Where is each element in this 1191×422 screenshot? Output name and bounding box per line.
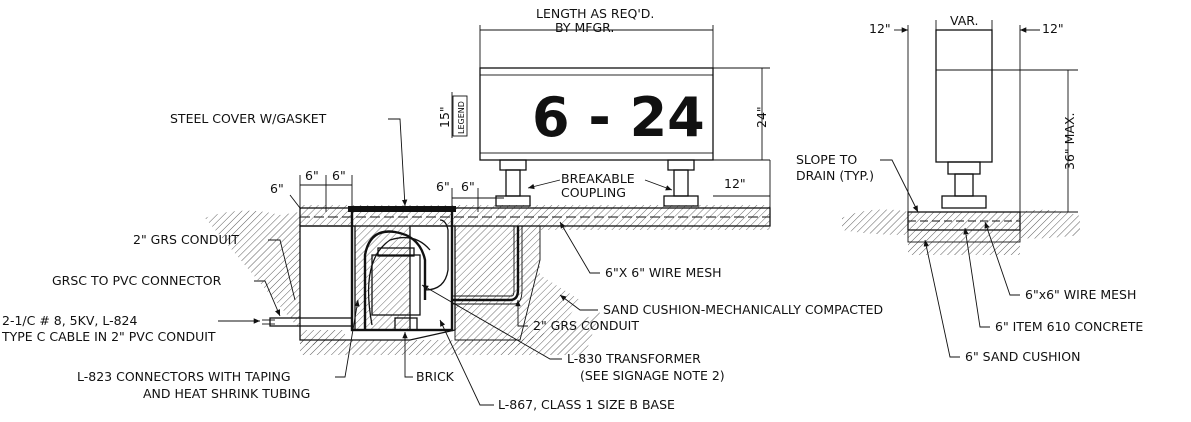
wire-mesh-leader	[559, 221, 600, 274]
length-label-2: BY MFGR.	[555, 20, 614, 35]
cable-loop-3	[424, 219, 449, 291]
sand-cushion-leader	[559, 294, 598, 311]
dim-6a: 6"	[305, 168, 319, 183]
conduit-trench	[454, 225, 541, 341]
sign-legend-text: 6 - 24	[532, 86, 705, 149]
sand-cushion-label: SAND CUSHION-MECHANICALLY COMPACTED	[603, 302, 883, 317]
side-dim-max: 36" MAX.	[1062, 112, 1077, 170]
dim-6e: 6"	[270, 181, 284, 196]
dim-6c: 6"	[436, 179, 450, 194]
transformer-leader	[421, 284, 562, 360]
dim-24: 24"	[754, 106, 769, 128]
connectors-leader	[335, 299, 360, 378]
legend-tag	[452, 95, 468, 137]
grs-conduit-label-left: 2" GRS CONDUIT	[133, 232, 239, 247]
transformer-label-1: L-830 TRANSFORMER	[567, 351, 701, 366]
dim-6d: 6"	[461, 179, 475, 194]
coupling-label-2: COUPLING	[561, 185, 626, 200]
grs-left-leader	[268, 239, 296, 301]
side-wire-mesh: 6"x6" WIRE MESH	[1025, 287, 1136, 302]
brick-leader	[402, 332, 413, 378]
sign-leg-right	[663, 159, 699, 207]
side-sand-leader	[923, 239, 960, 358]
brick	[394, 317, 418, 331]
grsc-pvc-leader	[254, 280, 281, 317]
grs-right-leader	[515, 300, 528, 327]
side-concrete: 6" ITEM 610 CONCRETE	[995, 319, 1143, 334]
steel-cover-label: STEEL COVER W/GASKET	[170, 111, 327, 126]
side-slope-leader	[880, 159, 919, 213]
sign-leg-left	[495, 159, 531, 207]
coupling-leader	[644, 179, 673, 191]
connectors-label-1: L-823 CONNECTORS WITH TAPING	[77, 369, 291, 384]
grs-conduit-label-right: 2" GRS CONDUIT	[533, 318, 639, 333]
wire-mesh-label: 6"X 6" WIRE MESH	[605, 265, 722, 280]
side-sign-post	[935, 29, 993, 209]
side-dim-var: VAR.	[950, 13, 979, 28]
concrete-encasement	[299, 225, 456, 341]
transformer-body	[371, 254, 421, 316]
side-mesh-leader	[984, 221, 1020, 296]
side-slope-2: DRAIN (TYP.)	[796, 168, 874, 183]
transformer-label-2: (SEE SIGNAGE NOTE 2)	[580, 368, 725, 383]
steel-cover	[348, 206, 456, 212]
steel-cover-leader	[388, 118, 408, 207]
side-sand: 6" SAND CUSHION	[965, 349, 1080, 364]
cable-label-1: 2-1/C # 8, 5KV, L-824	[2, 313, 137, 328]
sign-frame-inner	[479, 74, 714, 154]
cable-loop-2	[367, 236, 431, 326]
length-label-1: LENGTH AS REQ'D.	[536, 6, 654, 21]
dim-15: 15"	[437, 106, 452, 128]
connectors-label-2: AND HEAT SHRINK TUBING	[143, 386, 310, 401]
brick-label: BRICK	[416, 369, 455, 384]
side-slope-1: SLOPE TO	[796, 152, 857, 167]
cable-loop-1	[363, 230, 427, 330]
base-label: L-867, CLASS 1 SIZE B BASE	[498, 397, 675, 412]
dim-6b: 6"	[332, 168, 346, 183]
grsc-pvc-label: GRSC TO PVC CONNECTOR	[52, 273, 222, 288]
ground-soil-left	[205, 210, 345, 345]
ground-soil-main	[300, 205, 770, 345]
side-concrete-leader	[963, 227, 990, 328]
grs-conduit	[452, 226, 520, 302]
cable-label-2: TYPE C CABLE IN 2" PVC CONDUIT	[1, 329, 216, 344]
side-dim-left: 12"	[869, 21, 891, 36]
legend-label: LEGEND	[457, 101, 466, 134]
dim-6e-leader	[289, 194, 301, 209]
side-ground	[842, 209, 1080, 255]
coupling-leader-2	[527, 179, 561, 190]
pvc-conduit	[269, 317, 353, 327]
dim-12-right: 12"	[724, 176, 746, 191]
coupling-label-1: BREAKABLE	[561, 171, 635, 186]
base-leader	[439, 319, 494, 406]
side-dim-right: 12"	[1042, 21, 1064, 36]
